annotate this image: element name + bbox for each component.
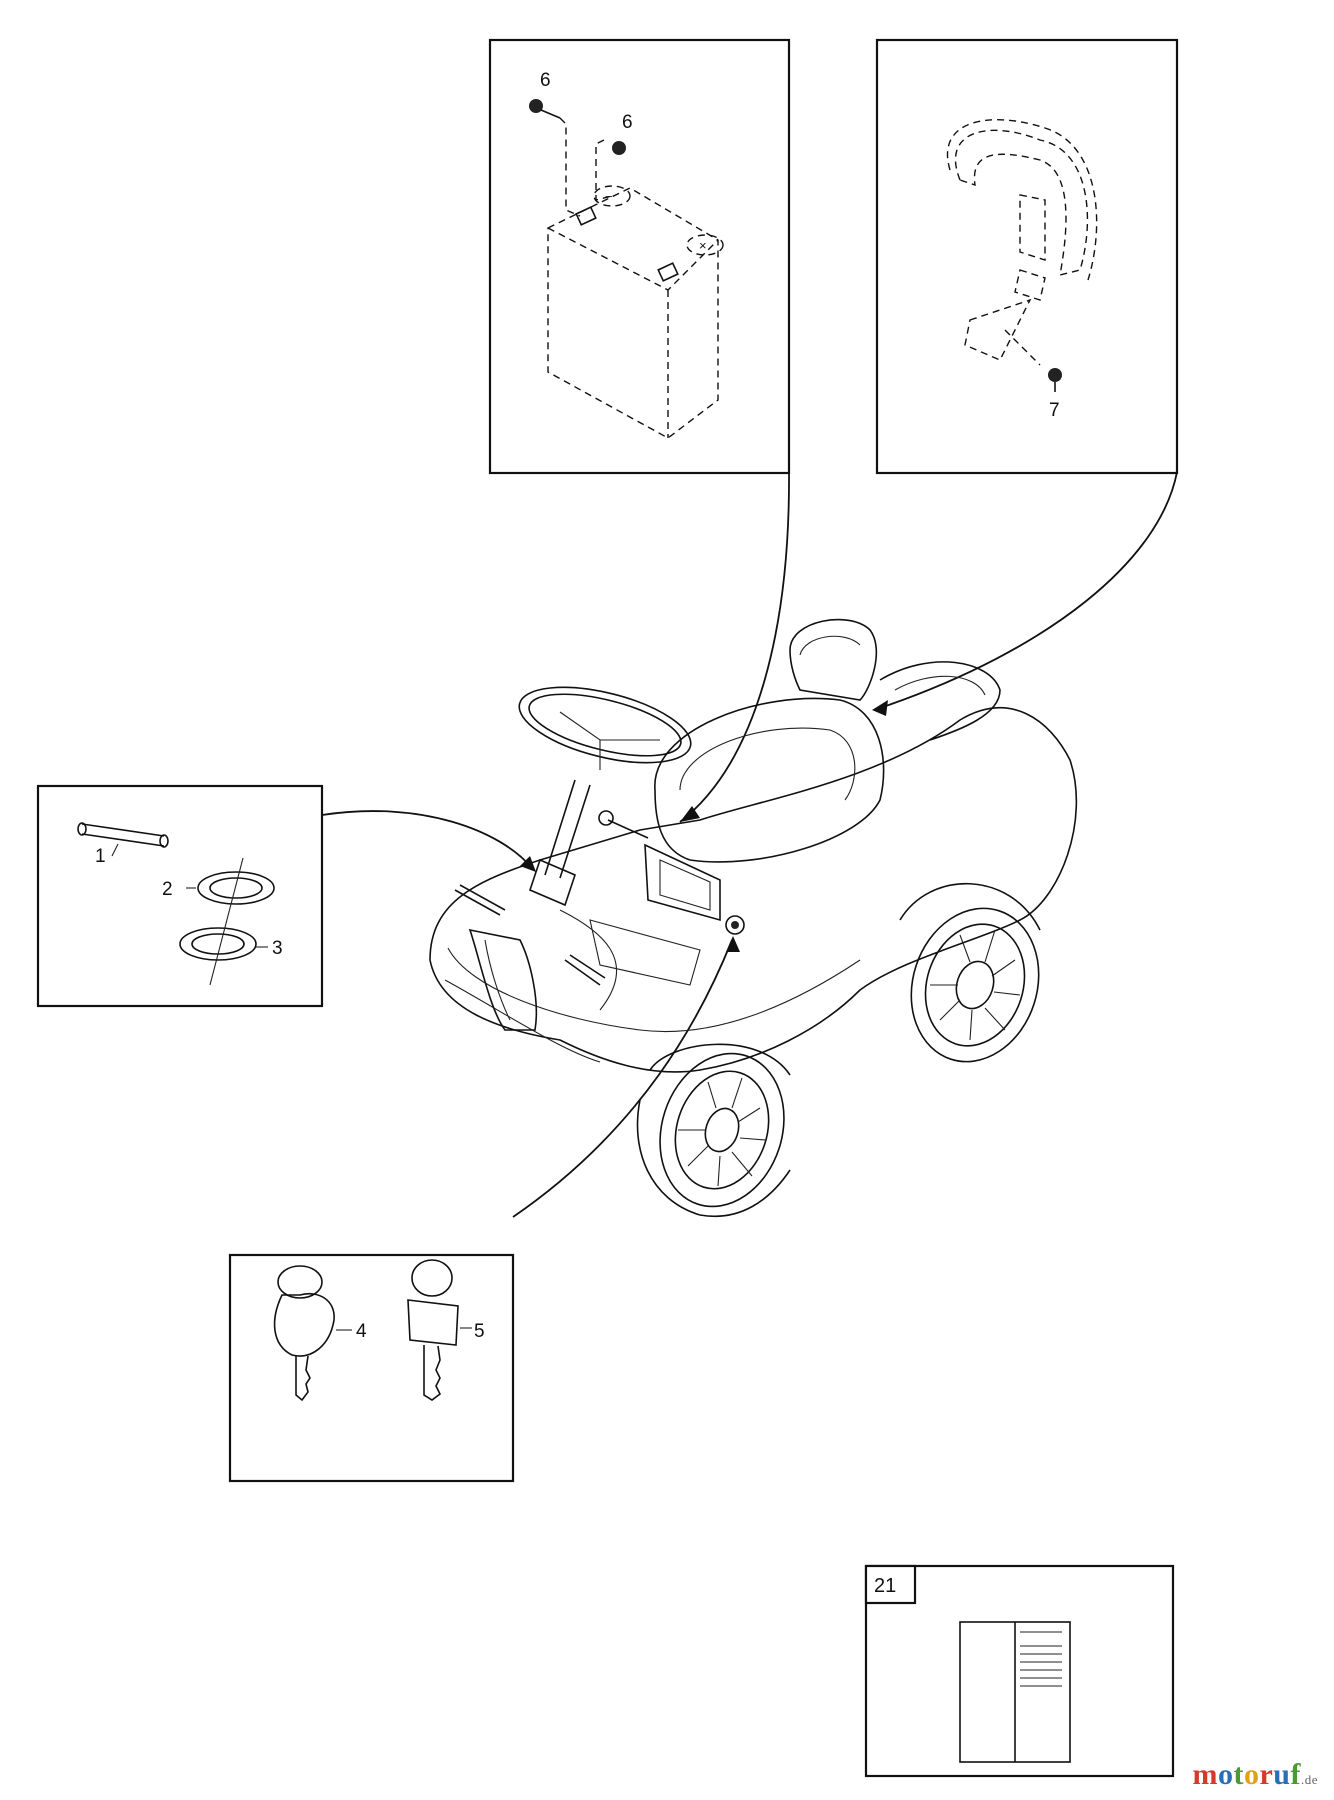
battery-inset: − × 6 6 [488,38,791,475]
wheel-icon [910,907,1040,1063]
callout-1: 1 [95,846,106,867]
watermark-letter: r [1259,1758,1274,1791]
nut-icon [595,139,626,201]
callout-3: 3 [272,938,283,959]
callout-6b: 6 [622,112,633,133]
callout-6a: 6 [540,70,551,91]
manual-inset: 21 [864,1564,1175,1778]
watermark-letter: o [1217,1758,1234,1791]
callout-5: 5 [474,1321,485,1342]
headrest-inset: 7 [875,38,1179,475]
ride-on-mower-illustration [429,618,1078,1218]
watermark-suffix: .de [1300,1772,1318,1787]
wheel-icon [659,1052,785,1208]
watermark-letter: u [1273,1758,1291,1791]
callout-7: 7 [1049,400,1060,421]
keys-inset: 4 5 [228,1253,515,1483]
watermark-logo: motoruf.de [1192,1758,1318,1792]
watermark-letter: f [1290,1758,1301,1791]
watermark-letter: t [1233,1758,1244,1791]
screw-icon [529,99,581,217]
key-icon [273,1265,335,1402]
watermark-letter: o [1243,1758,1260,1791]
key-icon [407,1259,459,1401]
washer-icon [179,857,275,986]
pin-icon [77,822,169,857]
leader-lines [321,471,1178,1218]
callout-4: 4 [356,1321,367,1342]
headrest-icon [947,118,1098,366]
svg-text:×: × [699,238,707,253]
watermark-letter: m [1192,1758,1218,1791]
battery-icon: − × [547,185,724,439]
manual-icon [959,1621,1071,1763]
manual-part-number: 21 [874,1575,896,1597]
pin-washer-inset: 1 2 3 [36,784,324,1008]
callout-2: 2 [162,879,173,900]
screw-icon [1048,368,1062,392]
